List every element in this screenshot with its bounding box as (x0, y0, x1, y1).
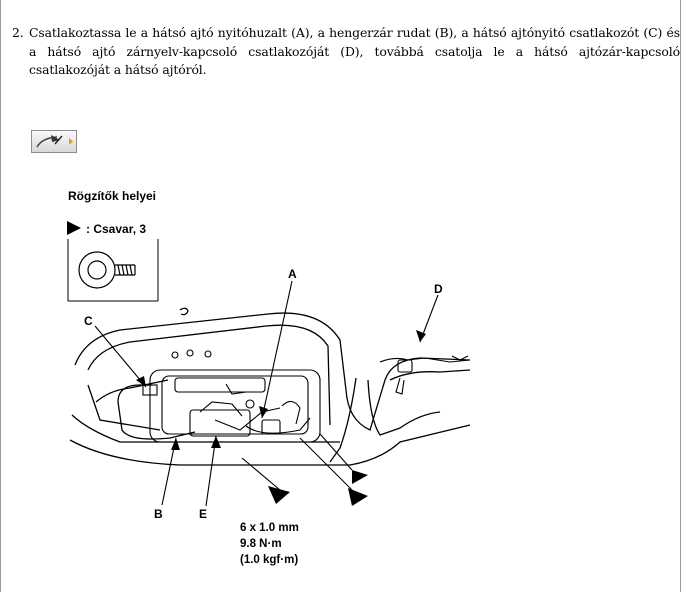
callout-b: B (154, 507, 163, 521)
illustration-tool-button[interactable] (31, 130, 77, 153)
bolt-marker-2 (348, 488, 368, 506)
pen-arrow-icon (36, 135, 73, 148)
switch-harness (379, 355, 471, 395)
flange-bolt-icon (78, 251, 136, 289)
callout-d: D (434, 282, 443, 296)
door-lock-diagram: Rögzítők helyei : Csavar, 3 (67, 189, 471, 566)
bolt-marker-3 (352, 470, 368, 484)
step-text: Csatlakoztassa le a hátsó ajtó nyitóhuza… (29, 25, 680, 77)
door-latch-assembly (174, 377, 311, 437)
callout-a: A (288, 267, 297, 281)
torque-kgf: (1.0 kgf·m) (240, 554, 298, 566)
fastener-title: Rögzítők helyei (68, 189, 156, 203)
torque-nm: 9.8 N·m (240, 538, 282, 550)
step-number: 2. (12, 25, 24, 40)
callout-c: C (84, 314, 93, 328)
frame-border-right (680, 0, 681, 592)
fastener-legend: : Csavar, 3 (86, 222, 146, 236)
inner-panel (149, 349, 321, 443)
callout-e: E (199, 507, 207, 521)
torque-size: 6 x 1.0 mm (240, 522, 299, 534)
frame-border-left (0, 0, 1, 592)
bolt-marker-1 (268, 486, 290, 504)
rear-door-outline (69, 312, 471, 466)
bolt-marker-icon (67, 221, 81, 235)
